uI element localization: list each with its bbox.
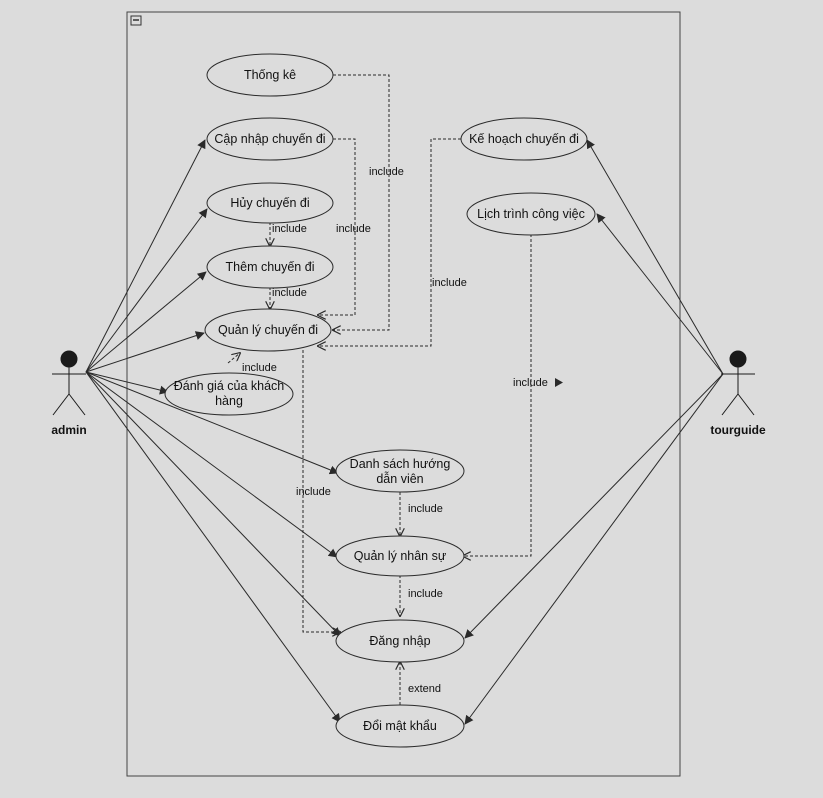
rel-quan-ly-dang-nhap <box>302 345 340 632</box>
usecase-thong-ke[interactable] <box>206 53 334 97</box>
actor-admin-head <box>60 350 78 368</box>
label-include-cap-nhap: include <box>336 223 371 235</box>
usecase-quan-ly-nhan-su-label: Quản lý nhân sự <box>354 549 446 563</box>
include-arrow-icon <box>555 378 563 387</box>
assoc-admin-dang-nhap <box>85 371 341 637</box>
label-include-huy: include <box>272 223 307 235</box>
usecase-ke-hoach-label: Kế hoạch chuyến đi <box>469 132 579 146</box>
usecase-thong-ke-label: Thống kê <box>244 68 296 82</box>
rel-thong-ke <box>333 74 390 330</box>
admin-associations <box>85 139 341 723</box>
label-include-qlns: include <box>408 588 443 600</box>
usecase-huy[interactable] <box>206 182 334 224</box>
actor-tourguide[interactable] <box>721 350 755 416</box>
label-include-dshdv: include <box>408 503 443 515</box>
usecase-lich-trinh[interactable] <box>466 192 596 236</box>
usecase-doi-mat-khau-label: Đổi mật khẩu <box>363 719 437 733</box>
usecase-dang-nhap-label: Đăng nhập <box>369 634 430 648</box>
rel-danh-gia <box>227 353 240 364</box>
usecase-danh-sach-hdv-label-2: dẫn viên <box>376 471 423 486</box>
label-include-them: include <box>272 287 307 299</box>
assoc-admin-cap-nhap <box>85 139 206 373</box>
usecase-huy-label: Hủy chuyến đi <box>230 196 309 210</box>
assoc-admin-huy <box>85 208 208 373</box>
usecase-dang-nhap[interactable] <box>335 619 465 663</box>
usecase-danh-sach-hdv[interactable] <box>335 449 465 493</box>
assoc-admin-quan-ly-nhan-su <box>85 371 338 558</box>
label-include-quan-ly: include <box>296 486 331 498</box>
actor-admin[interactable] <box>52 350 86 416</box>
usecase-danh-gia[interactable] <box>164 372 294 416</box>
usecase-danh-gia-label-2: hàng <box>215 394 243 408</box>
usecase-quan-ly-chuyen-di-label: Quản lý chuyến đi <box>218 323 318 337</box>
usecase-lich-trinh-label: Lịch trình công việc <box>477 207 585 221</box>
tourguide-associations <box>464 139 724 725</box>
actor-tourguide-head <box>729 350 747 368</box>
label-extend: extend <box>408 683 441 695</box>
usecase-cap-nhap[interactable] <box>206 117 334 161</box>
usecase-them[interactable] <box>206 245 334 289</box>
system-boundary <box>126 11 681 777</box>
assoc-tourguide-doi-mat-khau <box>464 373 724 725</box>
usecase-quan-ly-chuyen-di[interactable] <box>204 308 332 352</box>
label-include-ke-hoach: include <box>432 277 467 289</box>
usecase-ke-hoach[interactable] <box>460 117 588 161</box>
assoc-admin-danh-sach-hdv <box>85 371 339 475</box>
assoc-tourguide-lich-trinh <box>596 213 724 375</box>
assoc-tourguide-ke-hoach <box>586 139 724 375</box>
assoc-tourguide-dang-nhap <box>464 373 724 639</box>
usecase-cap-nhap-label: Cập nhập chuyến đi <box>214 132 325 146</box>
rel-cap-nhap <box>318 138 356 315</box>
actor-admin-label: admin <box>51 423 86 437</box>
label-include-lich-trinh: include <box>513 377 548 389</box>
rel-lich-trinh-qlns <box>463 234 532 556</box>
label-include-danh-gia: include <box>242 362 277 374</box>
assoc-admin-them <box>85 271 207 373</box>
include-relations <box>227 74 532 705</box>
usecase-doi-mat-khau[interactable] <box>335 704 465 748</box>
label-include-thong-ke: include <box>369 166 404 178</box>
assoc-admin-danh-gia <box>85 371 169 395</box>
collapse-icon[interactable] <box>130 15 142 26</box>
usecase-quan-ly-nhan-su[interactable] <box>335 535 465 577</box>
assoc-admin-quan-ly-chuyen-di <box>85 331 205 373</box>
actor-tourguide-label: tourguide <box>710 423 766 437</box>
usecase-danh-gia-label-1: Đánh giá của khách <box>174 379 285 393</box>
usecase-them-label: Thêm chuyến đi <box>226 260 315 274</box>
usecase-danh-sach-hdv-label-1: Danh sách hướng <box>350 457 451 471</box>
rel-ke-hoach <box>318 138 461 346</box>
assoc-admin-doi-mat-khau <box>85 371 341 723</box>
